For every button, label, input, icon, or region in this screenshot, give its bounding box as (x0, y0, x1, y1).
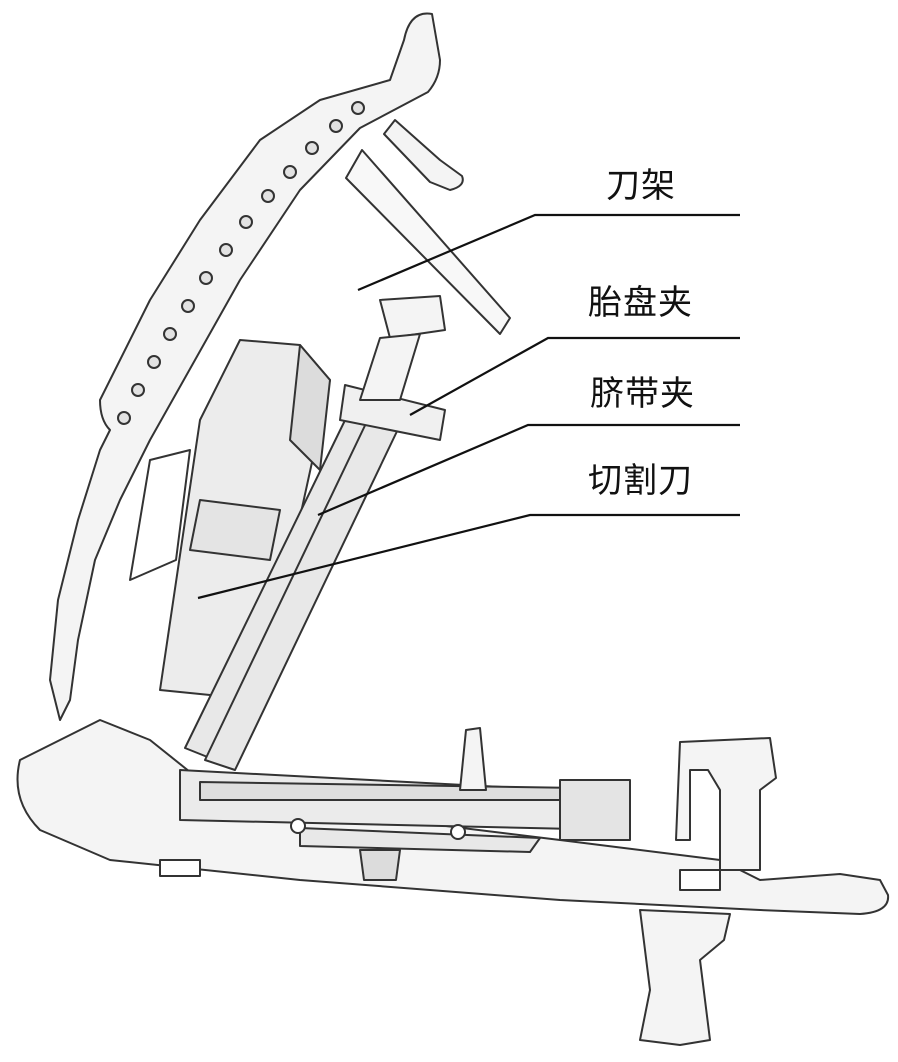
leader-line-umbilical-clamp (317, 423, 740, 517)
leader-lines (197, 213, 740, 600)
label-umbilical-clamp: 脐带夹 (590, 374, 695, 414)
upper-arm (49, 12, 464, 721)
leader-line-cutting-knife (197, 513, 740, 600)
cutting-knife-block (159, 339, 331, 701)
label-placenta-clamp: 胎盘夹 (588, 283, 693, 323)
lower-arm (16, 719, 890, 1046)
leader-line-placenta-clamp (409, 336, 740, 416)
placenta-clamp-part (359, 295, 446, 401)
umbilical-clamp-strips (184, 384, 446, 771)
label-cutting-knife: 切割刀 (588, 461, 693, 501)
label-knife-holder: 刀架 (606, 166, 676, 206)
hook-rod (345, 149, 511, 335)
leader-line-knife-holder (357, 213, 740, 292)
